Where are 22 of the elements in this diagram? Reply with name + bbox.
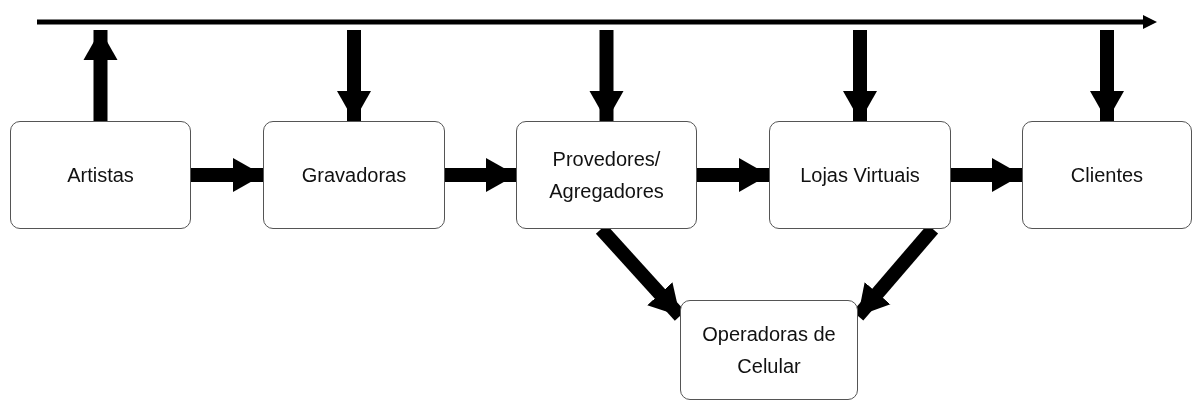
process-box <box>680 300 858 400</box>
arrow <box>951 158 1022 192</box>
box-label: Provedores/ Agregadores <box>548 147 665 204</box>
arrow <box>337 30 371 121</box>
arrow <box>589 30 624 121</box>
arrow <box>83 30 118 121</box>
arrow <box>1090 30 1124 121</box>
timeline-arrow <box>37 14 1157 30</box>
box-label: Gravadoras <box>301 163 407 188</box>
box-label: Clientes <box>1070 163 1144 188</box>
arrow <box>697 158 769 192</box>
box-label: Lojas Virtuais <box>800 163 920 188</box>
arrow <box>191 158 263 192</box>
process-box <box>1022 121 1192 229</box>
arrow <box>843 30 877 121</box>
process-box <box>516 121 697 229</box>
process-box <box>10 121 191 229</box>
arrow <box>445 158 516 192</box>
process-box <box>263 121 445 229</box>
process-box <box>769 121 951 229</box>
box-label: Artistas <box>67 163 134 188</box>
box-label: Operadoras de Celular <box>701 322 837 379</box>
